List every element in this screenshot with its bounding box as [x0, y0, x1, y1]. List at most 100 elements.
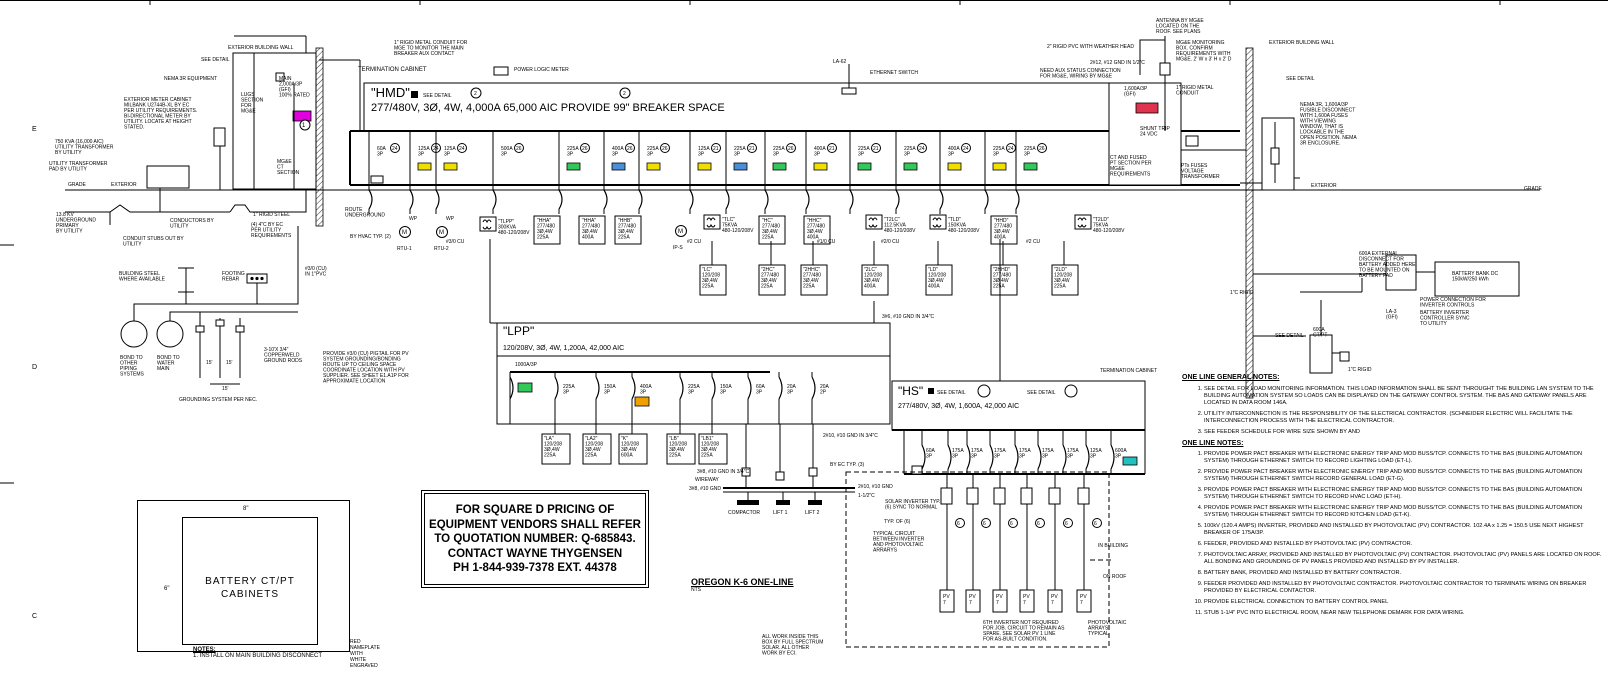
circuit-tag: 26: [1039, 146, 1045, 152]
secondary-panel-1: [758, 264, 786, 296]
general-notes-title: ONE LINE GENERAL NOTES:: [1182, 374, 1280, 381]
hmd-see-detail: SEE DETAIL: [423, 93, 452, 99]
svg-text:15': 15': [226, 360, 233, 366]
hs-breaker-6: [1062, 444, 1067, 470]
left-label-11: 1" RIGID STEEL: [253, 212, 290, 218]
lpp-misc-7: 1-1/2"C: [858, 493, 875, 499]
circuit-tag: 6: [1037, 521, 1040, 527]
utility-section: 1: [65, 52, 361, 225]
lpp-breaker-6: [747, 376, 752, 400]
hmd-breaker-13: [939, 189, 944, 210]
hmd-breaker-1: [409, 189, 414, 210]
hmd-monitor-tag-12: [903, 162, 918, 171]
pv-inverter-sync-text: SOLAR INVERTER TYP.(6) SYNC TO NORMAL: [885, 499, 940, 511]
circuit-tag: 24: [919, 146, 925, 152]
top-label-2: ETHERNET SWITCH: [870, 70, 918, 76]
left-label-2: NEMA 3R EQUIPMENT: [164, 76, 217, 82]
panel-box-12: [990, 215, 1018, 245]
hmd-monitor-tag-2: [443, 162, 458, 171]
inverter-4: [1048, 487, 1061, 505]
hmd-breaker-15: [1015, 189, 1020, 210]
left-label-6: GRADE: [68, 182, 86, 188]
top-label-7: 2#12, #12 GND IN 1/2"C: [1090, 60, 1145, 66]
left-label-23: GROUNDING SYSTEM PER NEC.: [179, 397, 257, 403]
one-line-note-4: PROVIDE POWER PACT BREAKER WITH ELECTRON…: [1204, 505, 1602, 519]
cu-tag-3: #2 CU: [1026, 239, 1041, 245]
hs-termination-cabinet: TERMINATION CABINET: [1100, 368, 1157, 374]
one-line-note-1: PROVIDE POWER PACT BREAKER WITH ELECTRON…: [1204, 451, 1602, 465]
top-label-14: EXTERIOR BUILDING WALL: [1269, 40, 1335, 46]
hmd-breaker-7: [689, 189, 694, 210]
circuit-tag: 6: [1065, 521, 1068, 527]
hmd-monitor-tag-6: [646, 162, 661, 171]
left-label-19: #3/0 (CU)IN 1"PVC: [305, 266, 327, 278]
svg-text:15': 15': [206, 360, 213, 366]
load-name-1: RTU-2: [434, 246, 449, 252]
hmd-breaker-8: [725, 189, 730, 210]
hs-breaker-7: [1085, 444, 1090, 470]
pv-array-2: [992, 589, 1008, 613]
hmd-monitor-tag-14: [992, 162, 1007, 171]
cu-tag-1: #1/0 CU: [817, 239, 836, 245]
battery-notes: NOTES: 1. INSTALL ON MAIN BUILDING DISCO…: [193, 647, 322, 659]
top-label-18: GRADE: [1524, 186, 1542, 192]
motor-icon: [675, 225, 687, 237]
panel-box-3: [533, 215, 561, 245]
top-label-17: EXTERIOR: [1311, 183, 1337, 189]
grid-letter-d: D: [32, 364, 37, 371]
pv-region: IN BUILDING ON ROOF TYP. OF (6) SOLAR IN…: [845, 471, 1128, 648]
secondary-panel-3: [861, 264, 889, 296]
general-notes-list: SEE DETAIL FOR LOAD MONITORING INFORMATI…: [1182, 386, 1602, 436]
secondary-panel-5: [990, 264, 1018, 296]
compactor-label: COMPACTOR: [728, 510, 760, 516]
hmd-breaker-0: [368, 189, 373, 210]
circuit-tag: 6: [957, 521, 960, 527]
quotation-box: FOR SQUARE D PRICING OF EQUIPMENT VENDOR…: [424, 493, 646, 585]
load-name-0: RTU-1: [397, 246, 412, 252]
circuit-tag: 26: [516, 146, 522, 152]
motor-glyph: M: [439, 230, 444, 236]
load-tag-0: WP: [409, 216, 418, 222]
lpp-breaker-3: [631, 376, 636, 400]
